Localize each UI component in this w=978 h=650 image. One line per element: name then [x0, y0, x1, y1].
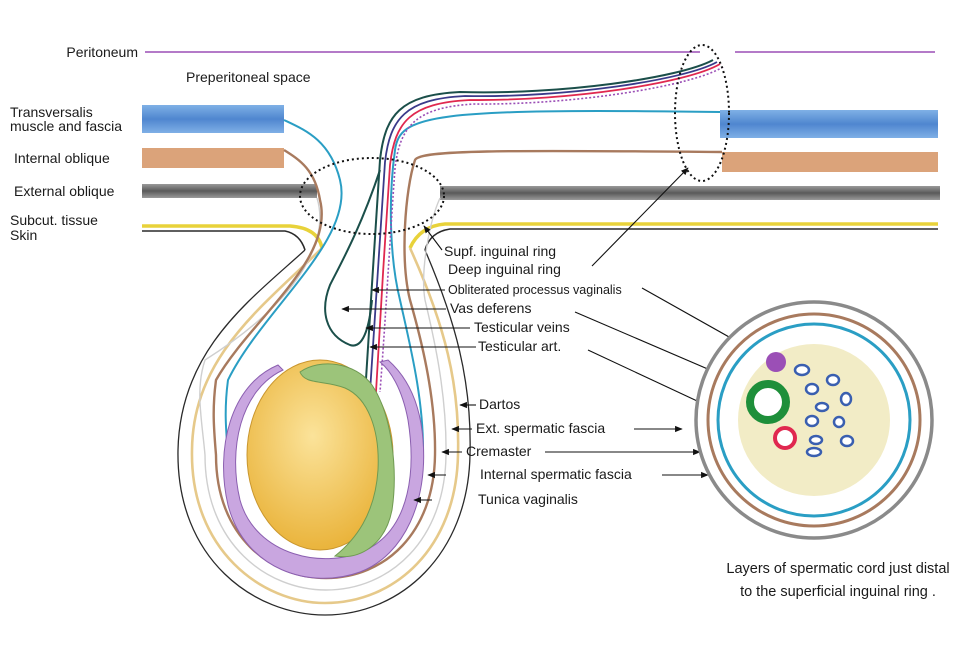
vas-ring	[746, 380, 790, 424]
label-deep-inguinal-ring: Deep inguinal ring	[448, 261, 561, 277]
skin-line-left	[142, 230, 306, 251]
processus-dot	[766, 352, 786, 372]
label-skin: Skin	[10, 227, 37, 243]
scrotum-dartos	[190, 247, 460, 605]
epididymis	[299, 363, 395, 558]
caption-line-2: to the superficial inguinal ring .	[740, 584, 936, 600]
label-subcut-tissue: Subcut. tissue	[10, 212, 98, 228]
label-testicular-veins: Testicular veins	[474, 319, 570, 335]
scrotum-ext-fascia	[199, 197, 447, 591]
tunica-vaginalis	[223, 359, 425, 579]
scrotum-cremaster	[212, 148, 723, 580]
artery-ring	[773, 426, 797, 450]
processus-loop	[324, 169, 381, 347]
label-internal-spermatic-fascia: Internal spermatic fascia	[480, 466, 632, 482]
label-transversalis-1: Transversalis	[10, 104, 93, 120]
label-tunica-vaginalis: Tunica vaginalis	[478, 491, 578, 507]
label-external-oblique: External oblique	[14, 183, 115, 199]
cord-vas	[369, 61, 718, 393]
label-testicular-art: Testicular art.	[478, 338, 561, 354]
label-ext-spermatic-fascia: Ext. spermatic fascia	[476, 420, 605, 436]
label-dartos: Dartos	[479, 396, 520, 412]
external-oblique-band-right	[440, 186, 940, 200]
external-oblique-band-left	[142, 184, 317, 198]
internal-oblique-band-right	[722, 152, 938, 172]
cord-cross-section	[694, 300, 934, 540]
label-vas-deferens: Vas deferens	[450, 300, 531, 316]
cord-artery	[375, 63, 721, 393]
subcut-line-left	[142, 224, 324, 249]
scrotum-skin	[177, 249, 471, 616]
supf-ring-ellipse	[299, 157, 445, 235]
label-preperitoneal-space: Preperitoneal space	[186, 69, 311, 85]
label-obliterated-processus: Obliterated processus vaginalis	[448, 283, 622, 297]
transversalis-band-left	[142, 105, 284, 133]
cord-outer-teal	[364, 59, 714, 396]
label-cremaster: Cremaster	[466, 443, 532, 459]
deep-ring-ellipse	[674, 44, 730, 182]
label-peritoneum: Peritoneum	[66, 44, 138, 60]
internal-oblique-band-left	[142, 148, 284, 168]
label-internal-oblique: Internal oblique	[14, 150, 110, 166]
label-supf-inguinal-ring: Supf. inguinal ring	[444, 243, 556, 259]
label-transversalis-2: muscle and fascia	[10, 118, 122, 134]
caption-line-1: Layers of spermatic cord just distal	[726, 561, 949, 577]
transversalis-band-right	[720, 110, 938, 138]
